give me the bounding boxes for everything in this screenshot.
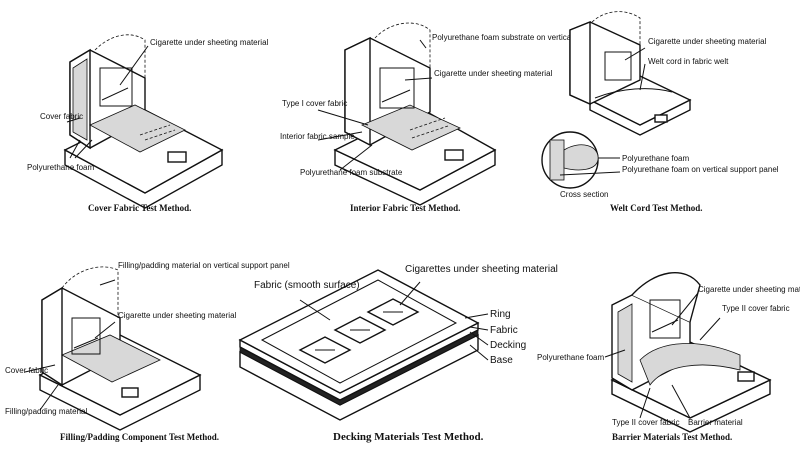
label-cigarettes: Cigarettes under sheeting material (405, 264, 558, 275)
label-foam-vertical-support: Polyurethane foam on vertical support pa… (622, 165, 779, 174)
caption-welt-cord: Welt Cord Test Method. (610, 203, 703, 213)
label-polyurethane-foam: Polyurethane foam (622, 154, 689, 163)
sheeting-material (71, 317, 101, 355)
cross-section-foam (549, 139, 565, 181)
label-cigarette: Cigarette under sheeting material (698, 285, 800, 294)
fabric-surface (260, 279, 458, 384)
label-filling-vertical: Filling/padding material on vertical sup… (118, 261, 290, 270)
foam-vertical (617, 303, 633, 383)
label-type-ii-cover-bottom: Type II cover fabric (612, 418, 680, 427)
caption-cover-fabric: Cover Fabric Test Method. (88, 203, 191, 213)
cigarette (73, 337, 99, 349)
welt-cord (594, 88, 673, 99)
label-cross-section: Cross section (560, 190, 608, 199)
label-cover-fabric: Cover fabric (5, 366, 48, 375)
label-type-ii-cover-top: Type II cover fabric (722, 304, 790, 313)
cigarette (651, 319, 679, 333)
label-foam-substrate-vertical: Polyurethane foam substrate on vertical … (432, 33, 603, 42)
sheeting-material (99, 67, 133, 107)
foam-layer (72, 58, 88, 141)
label-cigarette: Cigarette under sheeting material (648, 37, 767, 46)
label-polyurethane-foam: Polyurethane foam (537, 353, 604, 362)
seat-cushion (89, 104, 186, 153)
clamp-block (444, 149, 464, 161)
barrier-foam (639, 343, 741, 386)
caption-interior-fabric: Interior Fabric Test Method. (350, 203, 460, 213)
seat-cushion (361, 104, 461, 151)
label-welt-cord: Welt cord in fabric welt (648, 57, 729, 66)
panel-welt-cord: Cigarette under sheeting material Welt c… (541, 11, 779, 213)
cross-section-welt (563, 144, 599, 171)
panel-decking: Fabric (smooth surface) Cigarettes under… (238, 264, 558, 443)
panel-filling-padding: Filling/padding material on vertical sup… (5, 261, 290, 442)
label-fabric-smooth: Fabric (smooth surface) (254, 280, 360, 291)
label-barrier-material: Barrier material (688, 418, 743, 427)
sheeting-material (379, 67, 415, 109)
label-cover-fabric: Cover fabric (40, 112, 83, 121)
label-cigarette: Cigarette under sheeting material (434, 69, 553, 78)
caption-barrier: Barrier Materials Test Method. (612, 432, 732, 442)
clamp-block (121, 387, 139, 398)
label-polyurethane-foam: Polyurethane foam (27, 163, 94, 172)
label-cigarette: Cigarette under sheeting material (118, 311, 237, 320)
label-ring: Ring (490, 309, 511, 320)
label-decking: Decking (490, 340, 526, 351)
mockup-back-side (344, 36, 371, 147)
label-filling-padding: Filling/padding material (5, 407, 87, 416)
mockup-back-side (41, 286, 63, 387)
label-base: Base (490, 355, 513, 366)
clamp-block (737, 371, 755, 382)
sheeting-material (604, 51, 632, 81)
label-type-i-cover-fabric: Type I cover fabric (282, 99, 347, 108)
sheeting-material (649, 299, 681, 339)
mockup-back-side (569, 20, 591, 106)
mockup-back-curve (631, 271, 701, 323)
caption-decking: Decking Materials Test Method. (333, 431, 484, 443)
clamp-block (654, 114, 668, 123)
panel-barrier: Cigarette under sheeting material Type I… (537, 271, 800, 442)
label-foam-substrate: Polyurethane foam substrate (300, 168, 403, 177)
seat-cushion (61, 334, 161, 383)
cigarette (381, 89, 411, 103)
cigarette (101, 87, 129, 101)
panel-interior-fabric: Polyurethane foam substrate on vertical … (280, 22, 603, 213)
label-fabric: Fabric (490, 325, 518, 336)
clamp-block (167, 151, 187, 163)
panel-cover-fabric: Cigarette under sheeting material Cover … (27, 34, 269, 213)
label-interior-fabric-sample: Interior fabric sample (280, 132, 355, 141)
caption-filling-padding: Filling/Padding Component Test Method. (60, 432, 219, 442)
label-cigarette: Cigarette under sheeting material (150, 38, 269, 47)
